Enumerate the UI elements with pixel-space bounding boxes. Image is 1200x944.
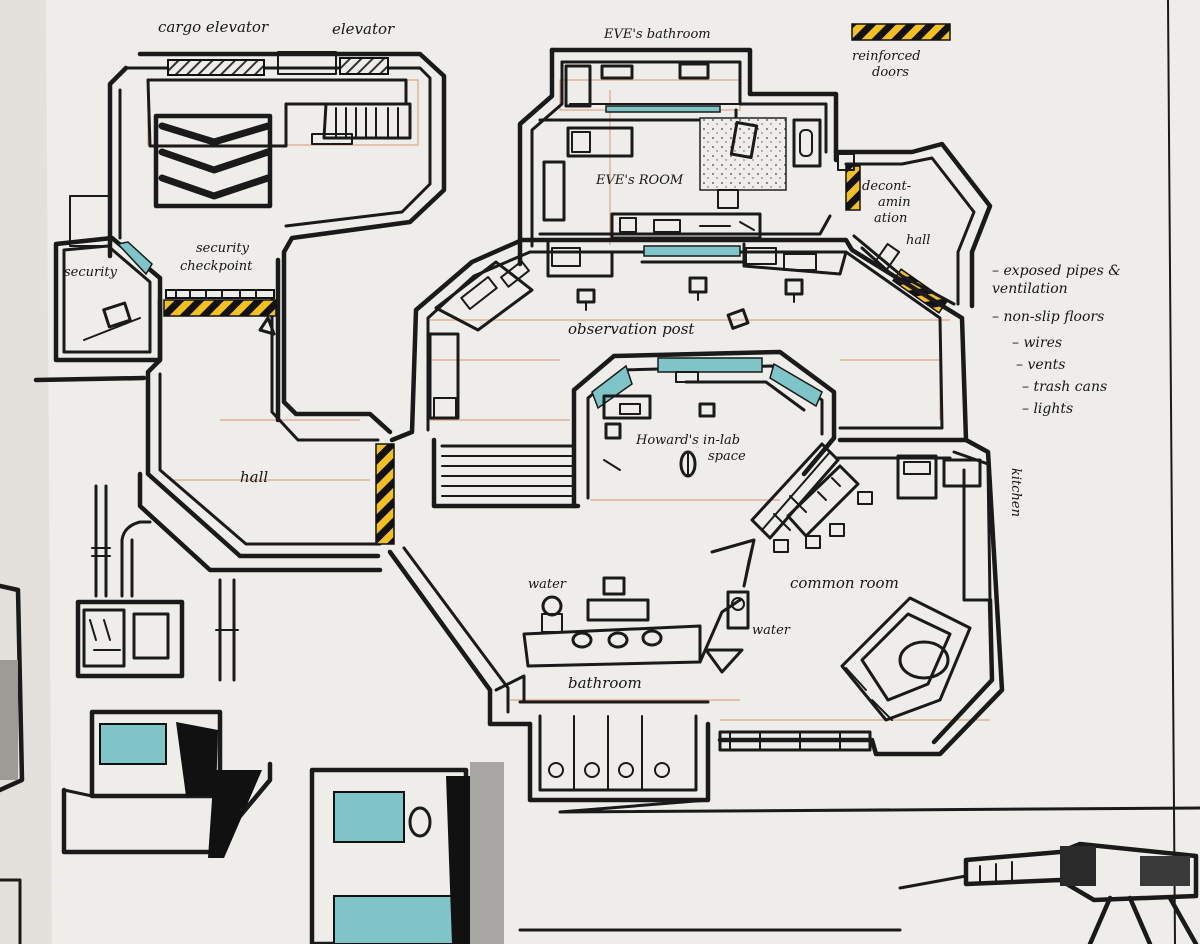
- cargo-elevator-car: [167, 59, 265, 76]
- observation-chairs: [576, 276, 804, 330]
- note-trash: – trash cans: [1022, 379, 1108, 395]
- eve-bathroom-window: [605, 105, 721, 113]
- observation-window: [643, 245, 741, 257]
- terminal-screen-bottom: [333, 895, 459, 944]
- eve-rug: [699, 117, 787, 191]
- label-hall: hall: [240, 468, 269, 486]
- label-decon-1: decont-: [862, 179, 912, 194]
- reinforced-doors-swatch: [851, 23, 951, 41]
- note-lights-text: lights: [1033, 401, 1074, 417]
- reinforced-door-hall: [375, 443, 395, 545]
- label-checkpoint-1: security: [196, 241, 249, 256]
- label-eves-bathroom: EVE's bathroom: [604, 27, 711, 42]
- label-common-room: common room: [790, 574, 899, 592]
- passenger-elevator-car: [339, 57, 389, 75]
- label-kitchen: kitchen: [1008, 468, 1023, 517]
- note-pipes-text: exposed pipes & ventilation: [992, 263, 1121, 297]
- legend-reinforced-2: doors: [872, 65, 909, 80]
- reinforced-door-decon: [845, 165, 861, 211]
- checkpoint-and-hall: [107, 237, 383, 573]
- terminal-screen-right: [333, 791, 405, 843]
- howard-window: [657, 357, 763, 373]
- note-vents: – vents: [1016, 357, 1066, 373]
- note-trash-text: trash cans: [1033, 379, 1108, 395]
- equipment-sketches: [0, 484, 1199, 944]
- label-water-left: water: [528, 577, 567, 592]
- cut-line: [33, 375, 147, 383]
- note-wires: – wires: [1012, 335, 1063, 351]
- label-decon-4: hall: [906, 233, 931, 248]
- legend-notes: – exposed pipes & ventilation – non-slip…: [992, 262, 1172, 416]
- note-floors-text: non-slip floors: [1003, 309, 1105, 325]
- note-vents-text: vents: [1027, 357, 1066, 373]
- label-elevator: elevator: [332, 20, 395, 38]
- terminal-screen-left: [99, 723, 167, 765]
- observation-post: [389, 237, 969, 509]
- paper-edge-shadow: [0, 0, 52, 944]
- note-pipes: – exposed pipes & ventilation: [992, 263, 1121, 297]
- reinforced-door-checkpoint: [163, 299, 277, 317]
- bathroom: [387, 546, 750, 803]
- label-water-right: water: [752, 623, 791, 638]
- label-checkpoint-2: checkpoint: [180, 259, 253, 274]
- label-howards-2: space: [708, 449, 746, 464]
- label-eves-room: EVE's ROOM: [596, 173, 684, 188]
- label-cargo-elevator: cargo elevator: [158, 18, 269, 36]
- label-decon-3: ation: [874, 211, 908, 226]
- label-howards-1: Howard's in-lab: [636, 433, 741, 448]
- legend-reinforced-1: reinforced: [852, 49, 921, 64]
- note-lights: – lights: [1022, 401, 1074, 417]
- label-security: security: [64, 265, 117, 280]
- label-decon-2: amin: [878, 195, 911, 210]
- paper-right-edge: [1167, 0, 1176, 944]
- label-observation-post: observation post: [568, 320, 695, 338]
- eve-quarters: [517, 47, 839, 267]
- kitchen-common-room: [710, 437, 1005, 757]
- howards-space: [571, 349, 837, 509]
- label-bathroom: bathroom: [568, 674, 642, 692]
- note-wires-text: wires: [1023, 335, 1063, 351]
- checkpoint-barrier: [165, 289, 275, 299]
- elevator-block: [107, 51, 447, 435]
- pencil-guides: [147, 79, 990, 721]
- note-floors: – non-slip floors: [992, 309, 1105, 325]
